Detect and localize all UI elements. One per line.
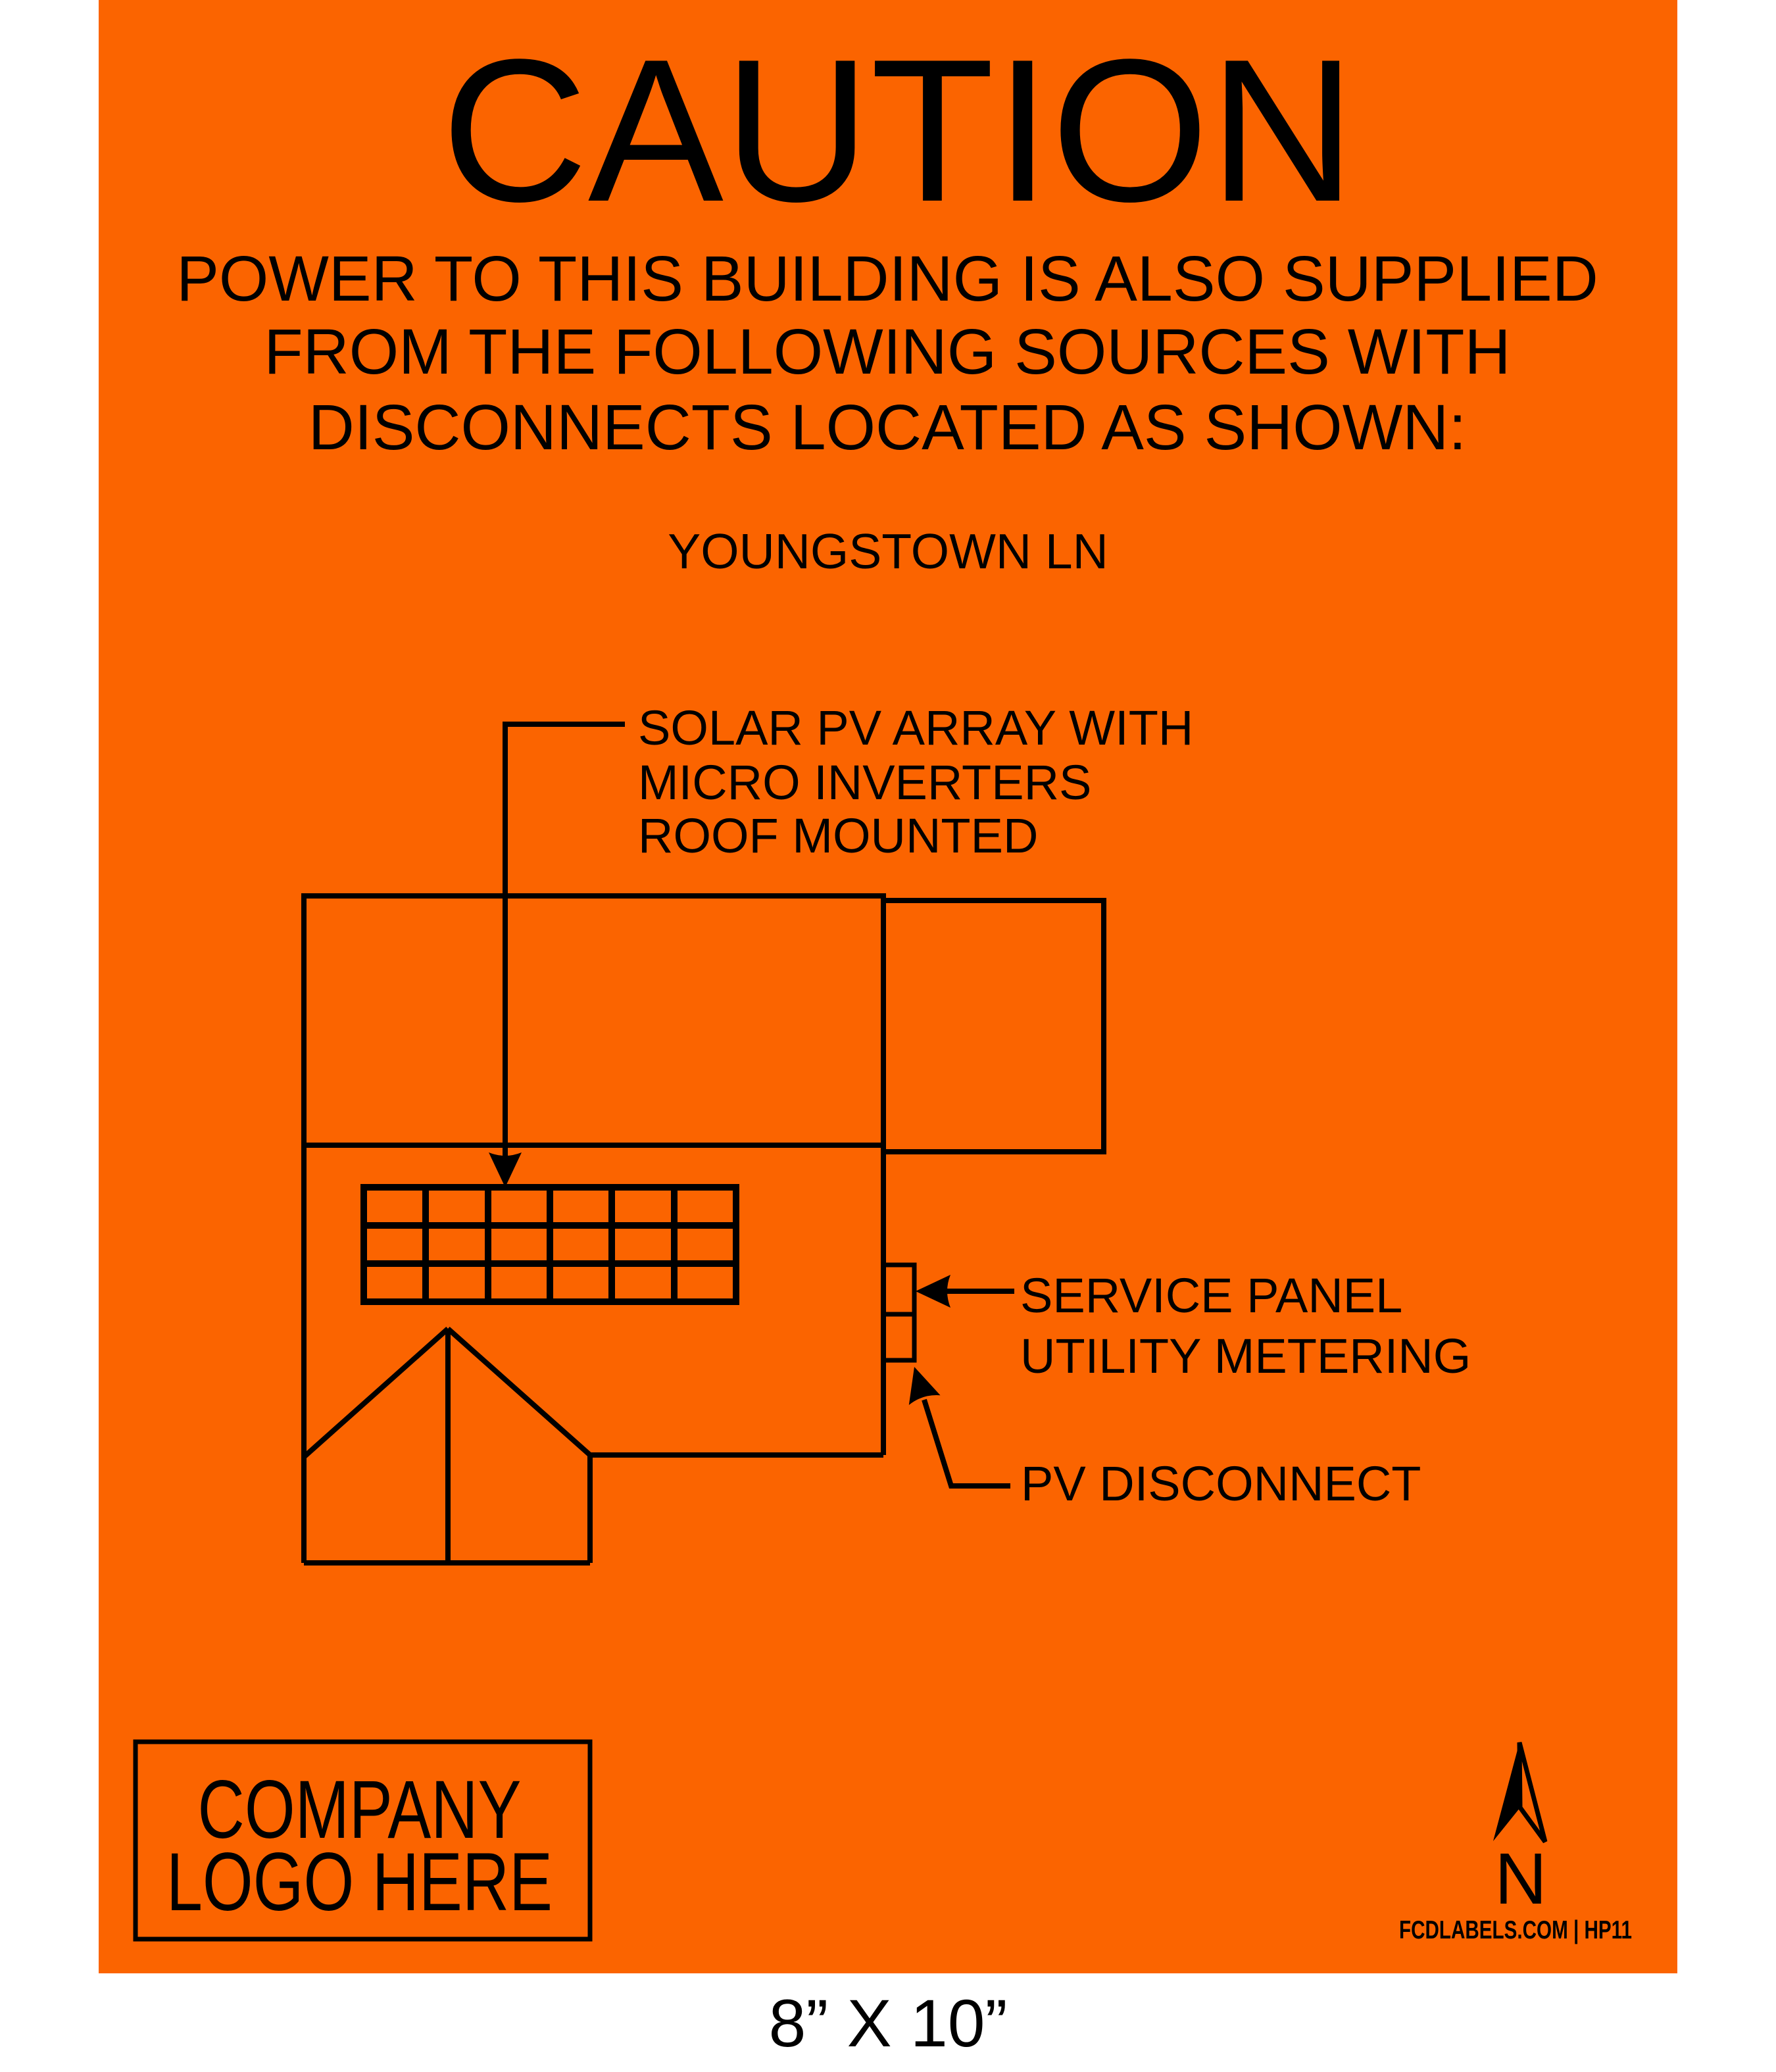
svg-text:PV DISCONNECT: PV DISCONNECT: [1021, 1456, 1421, 1511]
svg-text:UTILITY METERING: UTILITY METERING: [1020, 1329, 1471, 1383]
svg-text:SERVICE PANEL: SERVICE PANEL: [1020, 1268, 1402, 1323]
svg-text:LOGO HERE: LOGO HERE: [166, 1836, 553, 1928]
svg-text:CAUTION: CAUTION: [441, 17, 1356, 244]
svg-text:YOUNGSTOWN LN: YOUNGSTOWN LN: [668, 524, 1108, 579]
svg-text:MICRO INVERTERS: MICRO INVERTERS: [638, 755, 1091, 810]
svg-text:FROM THE FOLLOWING SOURCES WIT: FROM THE FOLLOWING SOURCES WITH: [264, 316, 1510, 387]
svg-text:SOLAR PV ARRAY WITH: SOLAR PV ARRAY WITH: [638, 701, 1193, 755]
svg-text:POWER TO THIS BUILDING IS ALSO: POWER TO THIS BUILDING IS ALSO SUPPLIED: [176, 243, 1598, 314]
svg-text:FCDLABELS.COM | HP11: FCDLABELS.COM | HP11: [1399, 1916, 1632, 1944]
svg-text:N: N: [1494, 1838, 1546, 1919]
svg-text:COMPANY: COMPANY: [198, 1764, 522, 1856]
svg-text:DISCONNECTS LOCATED AS SHOWN:: DISCONNECTS LOCATED AS SHOWN:: [308, 391, 1467, 463]
svg-text:ROOF MOUNTED: ROOF MOUNTED: [638, 808, 1038, 863]
